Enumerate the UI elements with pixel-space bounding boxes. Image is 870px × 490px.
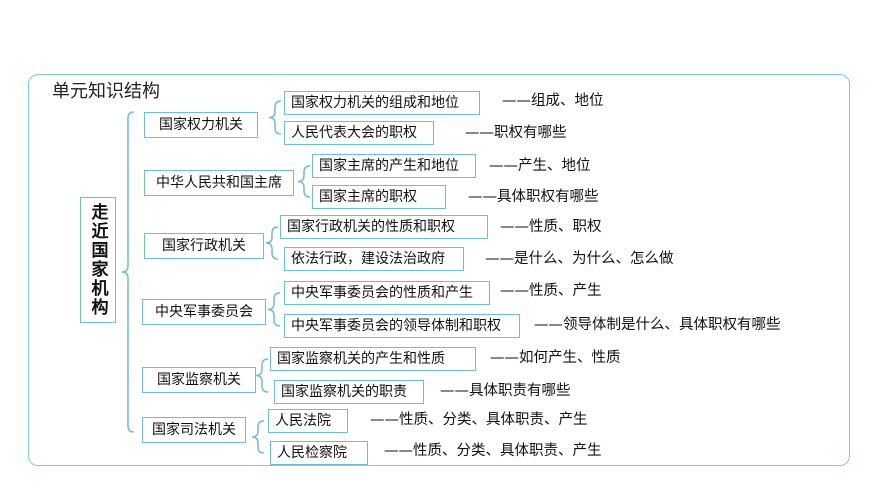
diagram-frame bbox=[28, 74, 850, 466]
topic-node: 人民法院 bbox=[268, 409, 348, 433]
topic-label: 国家监察机关的职责 bbox=[281, 384, 407, 400]
topic-node: 国家权力机关的组成和地位 bbox=[284, 91, 480, 115]
topic-note: ——具体职责有哪些 bbox=[440, 383, 571, 399]
diagram-title: 单元知识结构 bbox=[52, 81, 160, 102]
category-node: 中央军事委员会 bbox=[142, 299, 266, 325]
root-label: 走近国家机构 bbox=[87, 203, 108, 317]
category-node: 国家权力机关 bbox=[144, 112, 258, 138]
topic-note: ——组成、地位 bbox=[502, 93, 604, 109]
category-label: 中华人民共和国主席 bbox=[156, 175, 282, 191]
topic-label: 中央军事委员会的性质和产生 bbox=[291, 285, 473, 301]
topic-label: 人民法院 bbox=[275, 413, 331, 429]
category-label: 国家司法机关 bbox=[152, 422, 236, 438]
topic-note: ——性质、职权 bbox=[500, 219, 602, 235]
topic-label: 国家权力机关的组成和地位 bbox=[291, 95, 459, 111]
topic-note: ——产生、地位 bbox=[489, 158, 591, 174]
category-node: 国家行政机关 bbox=[144, 233, 264, 259]
topic-note: ——性质、分类、具体职责、产生 bbox=[384, 443, 602, 459]
topic-label: 人民代表大会的职权 bbox=[291, 125, 417, 141]
category-node: 国家司法机关 bbox=[142, 417, 246, 443]
topic-node: 人民检察院 bbox=[270, 441, 368, 465]
category-label: 国家权力机关 bbox=[159, 117, 243, 133]
category-label: 中央军事委员会 bbox=[155, 304, 253, 320]
topic-note: ——是什么、为什么、怎么做 bbox=[485, 251, 674, 267]
topic-node: 国家行政机关的性质和职权 bbox=[280, 215, 488, 239]
topic-label: 中央军事委员会的领导体制和职权 bbox=[291, 318, 501, 334]
topic-note: ——如何产生、性质 bbox=[490, 350, 621, 366]
topic-node: 国家主席的产生和地位 bbox=[312, 154, 476, 178]
topic-label: 国家主席的职权 bbox=[319, 189, 417, 205]
category-node: 国家监察机关 bbox=[142, 367, 256, 393]
root-node: 走近国家机构 bbox=[80, 197, 116, 323]
topic-node: 国家主席的职权 bbox=[312, 185, 446, 209]
topic-note: ——领导体制是什么、具体职权有哪些 bbox=[534, 317, 781, 333]
topic-node: 国家监察机关的产生和性质 bbox=[270, 347, 476, 371]
topic-label: 国家行政机关的性质和职权 bbox=[287, 219, 455, 235]
topic-note: ——性质、分类、具体职责、产生 bbox=[370, 412, 588, 428]
category-label: 国家行政机关 bbox=[162, 238, 246, 254]
topic-label: 国家主席的产生和地位 bbox=[319, 158, 459, 174]
category-node: 中华人民共和国主席 bbox=[144, 170, 294, 196]
topic-note: ——性质、产生 bbox=[500, 283, 602, 299]
topic-node: 中央军事委员会的性质和产生 bbox=[284, 281, 490, 305]
topic-note: ——职权有哪些 bbox=[465, 125, 567, 141]
topic-node: 中央军事委员会的领导体制和职权 bbox=[284, 314, 520, 338]
topic-label: 依法行政，建设法治政府 bbox=[291, 251, 445, 267]
topic-node: 人民代表大会的职权 bbox=[284, 121, 434, 145]
topic-label: 人民检察院 bbox=[277, 445, 347, 461]
category-label: 国家监察机关 bbox=[157, 372, 241, 388]
topic-node: 国家监察机关的职责 bbox=[274, 380, 424, 404]
topic-node: 依法行政，建设法治政府 bbox=[284, 247, 464, 271]
topic-note: ——具体职权有哪些 bbox=[468, 189, 599, 205]
topic-label: 国家监察机关的产生和性质 bbox=[277, 351, 445, 367]
